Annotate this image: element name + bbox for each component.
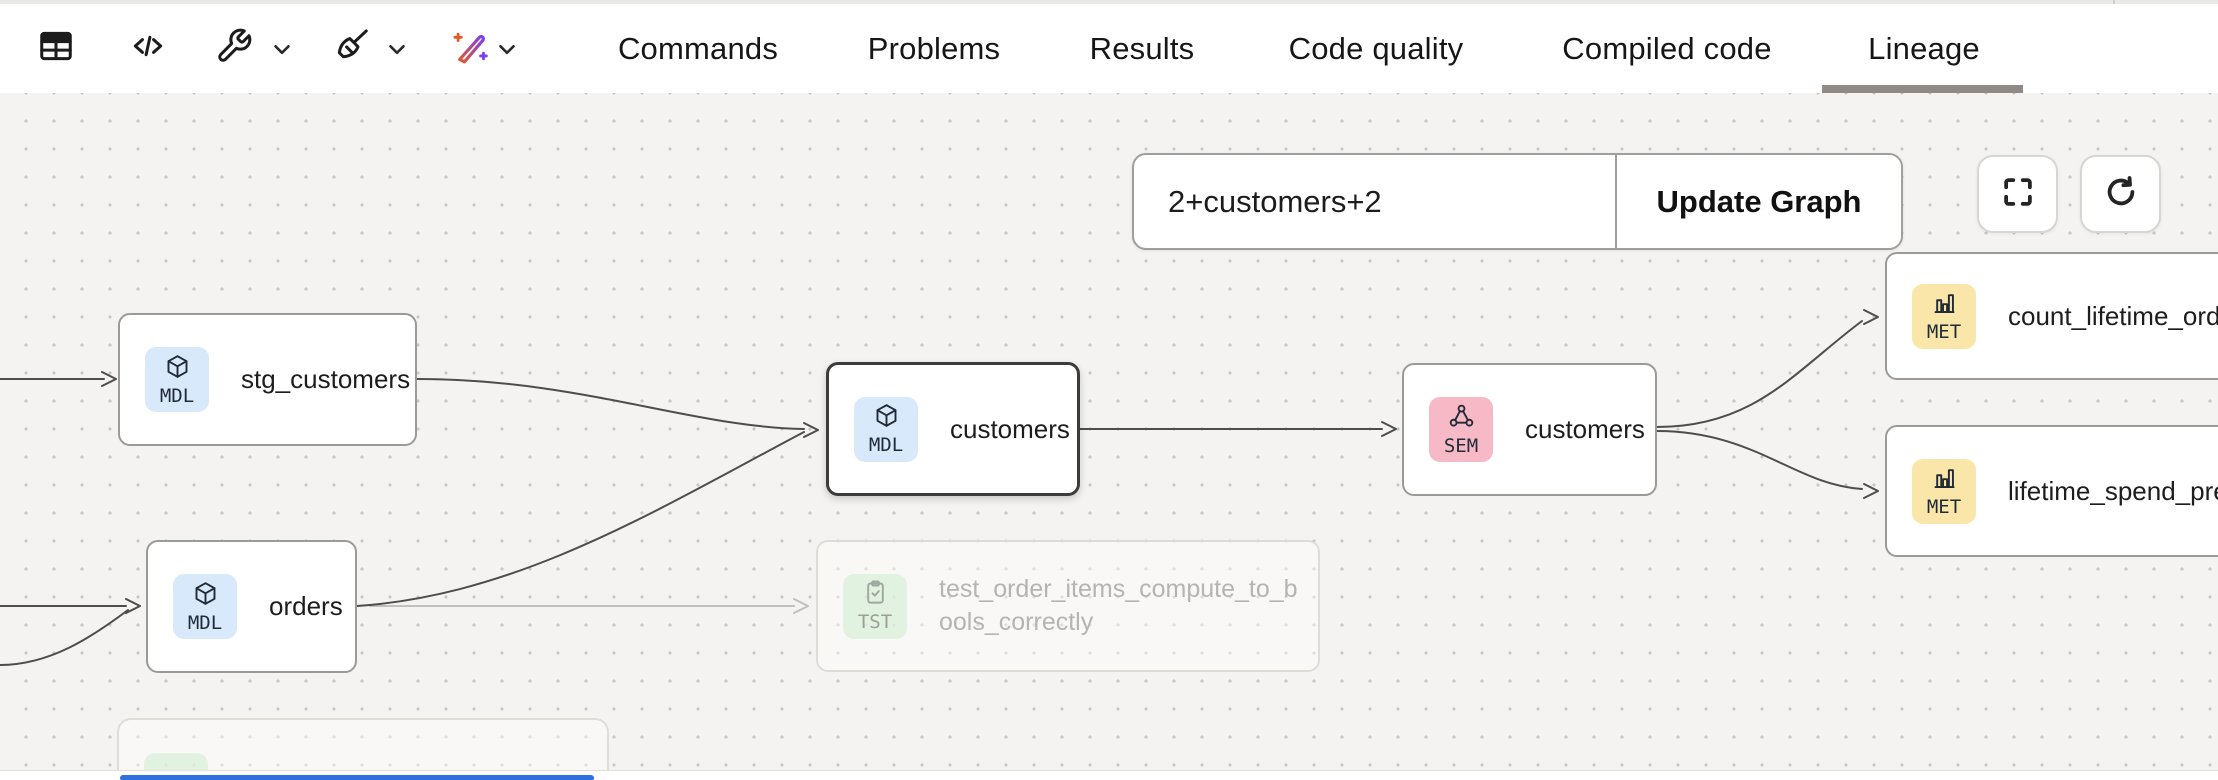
tab-commands[interactable]: Commands — [617, 30, 779, 66]
bar-chart-icon — [1931, 289, 1958, 321]
clean-dropdown[interactable] — [384, 36, 410, 62]
semantic-badge: SEM — [1429, 397, 1493, 462]
fullscreen-button[interactable] — [1977, 155, 2058, 233]
cube-icon — [873, 402, 900, 434]
model-badge: MDL — [145, 347, 209, 412]
model-badge: MDL — [854, 396, 918, 462]
node-label: customers — [1525, 414, 1645, 444]
clipboard-check-icon — [862, 579, 889, 611]
update-graph-button[interactable]: Update Graph — [1615, 155, 1901, 248]
node-label: test_order_items_compute_to_bools_correc… — [939, 575, 1298, 636]
tab-lineage[interactable]: Lineage — [1868, 30, 1980, 66]
bar-chart-icon — [1931, 464, 1958, 496]
tab-results[interactable]: Results — [1089, 30, 1195, 66]
node-label: stg_customers — [241, 364, 411, 394]
test-badge — [144, 753, 208, 770]
active-tab-indicator — [1822, 85, 2023, 93]
bottom-accent-scrollbar[interactable] — [120, 775, 594, 780]
top-strip-divider — [2113, 0, 2115, 4]
test-badge: TST — [843, 573, 907, 639]
node-lifetime-spend-pretax[interactable]: MET lifetime_spend_preta — [1885, 425, 2218, 557]
build-tools-button[interactable] — [212, 27, 256, 71]
tab-code-quality[interactable]: Code quality — [1288, 30, 1464, 66]
code-button[interactable] — [126, 27, 170, 71]
tab-problems[interactable]: Problems — [867, 30, 1001, 66]
clean-button[interactable] — [330, 27, 374, 71]
node-customers-model[interactable]: MDL customers — [826, 362, 1080, 496]
node-label: count_lifetime_order — [2008, 300, 2218, 331]
node-partial-bottom[interactable] — [117, 718, 609, 770]
build-tools-dropdown[interactable] — [269, 36, 295, 62]
chevron-down-icon — [269, 44, 295, 66]
bottom-bar — [0, 770, 2218, 780]
lineage-edges — [0, 309, 1879, 666]
fullscreen-icon — [1999, 173, 2037, 216]
cube-icon — [192, 580, 219, 612]
graph-selector-input[interactable] — [1134, 155, 1615, 248]
cube-icon — [164, 353, 191, 385]
node-label: customers — [950, 413, 1070, 444]
refresh-button[interactable] — [2080, 155, 2161, 233]
ai-assist-button[interactable] — [448, 27, 492, 71]
node-orders[interactable]: MDL orders — [146, 540, 357, 673]
refresh-icon — [2102, 173, 2140, 216]
chevron-down-icon — [494, 44, 520, 66]
semantic-graph-icon — [1448, 403, 1475, 435]
table-preview-button[interactable] — [34, 27, 78, 71]
graph-selector-group: Update Graph — [1132, 153, 1903, 250]
lineage-canvas[interactable]: MDL stg_customers MDL orders MDL custome… — [0, 93, 2218, 770]
magic-wand-icon — [451, 27, 489, 70]
metric-badge: MET — [1912, 458, 1976, 524]
node-label: lifetime_spend_preta — [2008, 475, 2218, 506]
wrench-icon — [215, 27, 253, 70]
window-top-strip — [0, 0, 2218, 4]
code-icon — [129, 27, 167, 70]
node-label: orders — [269, 591, 343, 621]
ai-assist-dropdown[interactable] — [494, 36, 520, 62]
chevron-down-icon — [384, 44, 410, 66]
tab-compiled-code[interactable]: Compiled code — [1562, 30, 1772, 66]
node-customers-semantic[interactable]: SEM customers — [1402, 363, 1657, 496]
node-test-order-items[interactable]: TST test_order_items_compute_to_bools_co… — [816, 540, 1320, 672]
toolbar: Commands Problems Results Code quality C… — [0, 4, 2218, 93]
model-badge: MDL — [173, 574, 237, 639]
node-count-lifetime-order[interactable]: MET count_lifetime_order — [1885, 252, 2218, 380]
broom-icon — [333, 27, 371, 70]
metric-badge: MET — [1912, 283, 1976, 349]
table-icon — [37, 27, 75, 70]
node-stg-customers[interactable]: MDL stg_customers — [118, 313, 417, 446]
